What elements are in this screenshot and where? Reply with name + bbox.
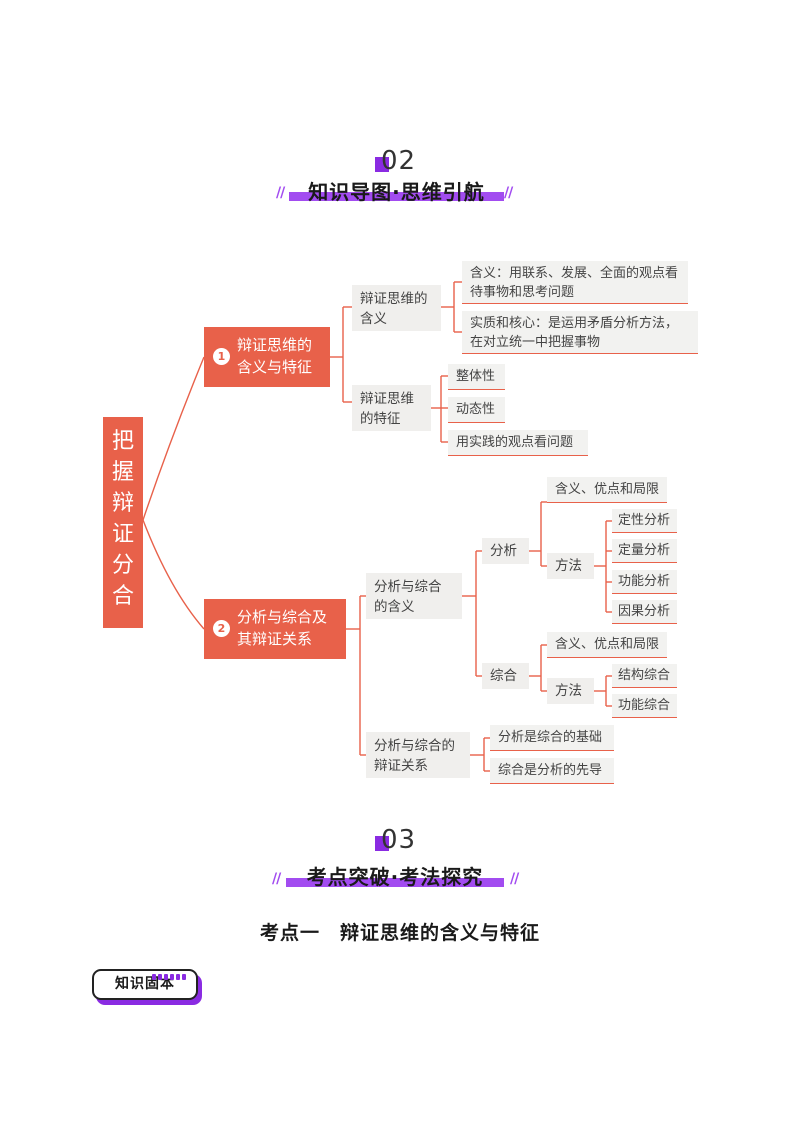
node-analysis-method: 方法 bbox=[547, 553, 594, 579]
branch-1-node: 1 辩证思维的含义与特征 bbox=[204, 327, 330, 387]
badge-dots-decoration bbox=[152, 965, 192, 980]
root-char: 把 bbox=[111, 429, 134, 454]
leaf-functional-analysis: 功能分析 bbox=[612, 570, 677, 594]
leaf-meaning-essence: 实质和核心：是运用矛盾分析方法，在对立统一中把握事物 bbox=[462, 311, 698, 354]
root-char: 合 bbox=[111, 584, 134, 609]
root-char: 辩 bbox=[111, 491, 134, 516]
node-analysis-synthesis-meaning: 分析与综合的含义 bbox=[366, 573, 462, 619]
leaf-functional-synthesis: 功能综合 bbox=[612, 694, 677, 718]
section-number: 02 bbox=[381, 146, 417, 176]
root-char: 握 bbox=[111, 460, 134, 485]
section-number: 03 bbox=[381, 825, 417, 855]
node-analysis: 分析 bbox=[482, 538, 529, 564]
right-slash-decoration: // bbox=[510, 871, 519, 887]
root-char: 证 bbox=[111, 522, 134, 547]
section-number-accent bbox=[375, 836, 389, 851]
branch-1-index: 1 bbox=[213, 348, 230, 365]
topic-heading: 考点一 辩证思维的含义与特征 bbox=[259, 922, 540, 944]
section-title: 考点突破·考法探究 bbox=[306, 865, 484, 889]
knowledge-badge: 知识固本 bbox=[92, 969, 204, 1005]
left-slash-decoration: // bbox=[272, 871, 281, 887]
left-slash-decoration: // bbox=[276, 185, 285, 201]
leaf-synthesis-meaning: 含义、优点和局限 bbox=[547, 632, 667, 658]
leaf-meaning-definition: 含义：用联系、发展、全面的观点看待事物和思考问题 bbox=[462, 261, 688, 304]
node-synthesis: 综合 bbox=[482, 663, 529, 689]
branch-2-node: 2 分析与综合及其辩证关系 bbox=[204, 599, 346, 659]
node-synthesis-method: 方法 bbox=[547, 678, 594, 704]
branch-2-index: 2 bbox=[213, 620, 230, 637]
right-slash-decoration: // bbox=[504, 185, 513, 201]
leaf-feature-wholeness: 整体性 bbox=[448, 364, 505, 390]
node-dialectical-relation: 分析与综合的辩证关系 bbox=[366, 732, 470, 778]
branch-2-label: 分析与综合及其辩证关系 bbox=[237, 608, 328, 648]
badge-label: 知识固本 bbox=[92, 969, 198, 1000]
leaf-quantitative-analysis: 定量分析 bbox=[612, 539, 677, 563]
title-highlight-bar bbox=[289, 192, 504, 201]
root-char: 分 bbox=[111, 553, 134, 578]
leaf-causal-analysis: 因果分析 bbox=[612, 600, 677, 624]
mindmap-root: 把 握 辩 证 分 合 bbox=[103, 417, 143, 628]
node-dialectical-features: 辩证思维的特征 bbox=[352, 385, 431, 431]
leaf-qualitative-analysis: 定性分析 bbox=[612, 509, 677, 533]
leaf-analysis-basis: 分析是综合的基础 bbox=[490, 725, 614, 751]
node-dialectical-meaning: 辩证思维的含义 bbox=[352, 285, 441, 331]
leaf-synthesis-guide: 综合是分析的先导 bbox=[490, 758, 614, 784]
branch-1-label: 辩证思维的含义与特征 bbox=[237, 336, 313, 376]
section-title: 知识导图·思维引航 bbox=[308, 180, 485, 204]
title-highlight-bar bbox=[286, 878, 504, 887]
section-number-accent bbox=[375, 157, 389, 172]
leaf-structural-synthesis: 结构综合 bbox=[612, 664, 677, 688]
leaf-analysis-meaning: 含义、优点和局限 bbox=[547, 477, 667, 503]
leaf-feature-practice: 用实践的观点看问题 bbox=[448, 430, 588, 456]
leaf-feature-dynamic: 动态性 bbox=[448, 397, 505, 423]
